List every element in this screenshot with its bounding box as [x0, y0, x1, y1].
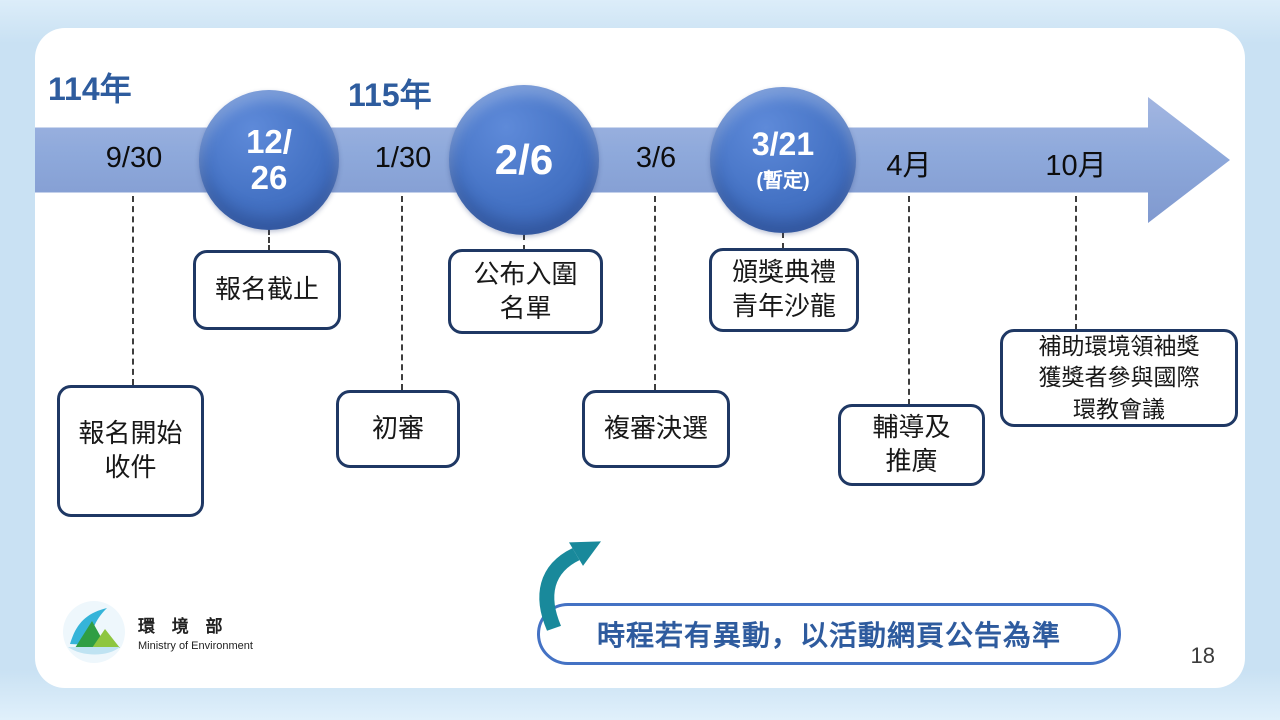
event-label: 補助環境領袖獎 獲獎者參與國際 環教會議 [1038, 333, 1200, 422]
event-box-international-subsidy: 補助環境領袖獎 獲獎者參與國際 環教會議 [1000, 329, 1238, 427]
circle-date-label: 2/6 [494, 136, 554, 184]
circle-date-label: 3/21 [751, 126, 815, 163]
milestone-circle-0206: 2/6 [449, 85, 599, 235]
event-box-signup-open: 報名開始 收件 [57, 385, 204, 517]
ministry-logo: 環 境 部 Ministry of Environment [62, 600, 253, 664]
event-box-final-review: 複審決選 [582, 390, 730, 468]
timeline-date-april: 4月 [886, 150, 932, 182]
circle-tentative-note: (暫定) [756, 169, 810, 192]
event-label: 公布入圍 名單 [473, 258, 578, 323]
event-label: 報名開始 收件 [78, 418, 183, 482]
timeline-date-october: 10月 [1045, 150, 1107, 182]
timeline-date-0130: 1/30 [374, 142, 432, 174]
notice-text: 時程若有異動，以活動網頁公告為準 [596, 620, 1061, 651]
timeline-arrow-band [35, 97, 1230, 223]
event-box-finalist-announcement: 公布入圍 名單 [448, 249, 603, 334]
dashed-connector [654, 196, 656, 390]
ministry-logo-text: 環 境 部 Ministry of Environment [138, 612, 253, 652]
dashed-connector [908, 196, 910, 405]
event-label: 報名截止 [214, 274, 319, 305]
page-number: 18 [1190, 643, 1215, 668]
event-label: 輔導及 推廣 [872, 412, 951, 476]
notice-pill: 時程若有異動，以活動網頁公告為準 [537, 603, 1121, 665]
event-box-guidance-promotion: 輔導及 推廣 [838, 404, 985, 486]
dashed-connector [132, 196, 134, 385]
dashed-connector [782, 232, 784, 249]
milestone-circle-1226: 12/ 26 [199, 90, 339, 230]
timeline-date-0306: 3/6 [635, 142, 677, 174]
event-label: 初審 [371, 413, 424, 444]
timeline-date-0930: 9/30 [105, 142, 163, 174]
event-label: 頒獎典禮 青年沙龍 [731, 257, 836, 321]
logo-text-en: Ministry of Environment [138, 640, 253, 652]
year-label-115: 115年 [348, 77, 432, 113]
dashed-connector [523, 234, 525, 251]
dashed-connector [401, 196, 403, 390]
curved-arrow-icon [539, 541, 601, 631]
dashed-connector [1075, 196, 1077, 330]
milestone-circle-0321: 3/21 (暫定) [710, 87, 856, 233]
event-box-award-ceremony: 頒獎典禮 青年沙龍 [709, 248, 859, 332]
circle-date-label: 12/ 26 [246, 123, 292, 196]
dashed-connector [268, 229, 270, 251]
logo-text-zh: 環 境 部 [138, 617, 229, 636]
event-box-first-review: 初審 [336, 390, 460, 468]
year-label-114: 114年 [48, 71, 132, 107]
event-label: 複審決選 [603, 413, 708, 444]
ministry-logo-icon [63, 601, 125, 663]
event-box-signup-close: 報名截止 [193, 250, 341, 330]
